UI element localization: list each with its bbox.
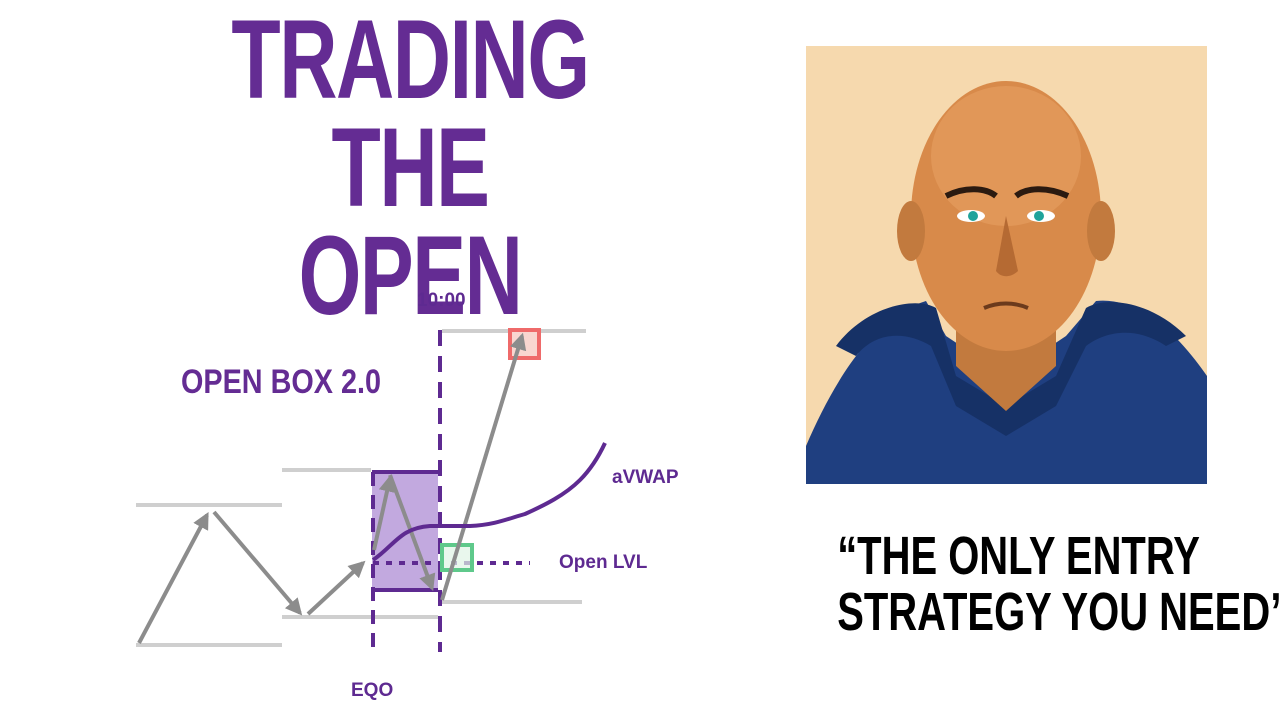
price-path-arrows [137, 332, 527, 644]
avwap-curve [371, 442, 607, 562]
open-level-label: Open LVL [559, 552, 648, 573]
diagram-heading: OPEN BOX 2.0 [181, 363, 381, 401]
title-line-2: OPEN [298, 213, 523, 338]
thumbnail-title: TRADING THE OPEN [187, 0, 633, 338]
avwap-label: aVWAP [612, 467, 679, 488]
quote-line-1: “THE ONLY ENTRY [837, 526, 1200, 586]
target-box [508, 328, 541, 360]
title-line-1: TRADING THE [231, 0, 590, 230]
portrait-illustration [806, 46, 1207, 484]
quote-line-2: STRATEGY YOU NEED” [837, 582, 1280, 642]
time-label: 10:00 [417, 290, 466, 311]
man-portrait-icon [806, 46, 1207, 484]
eqo-label: EQO [351, 680, 393, 701]
price-levels [136, 329, 586, 647]
open-box-diagram: OPEN BOX 2.0 10:00 aVWAP Open LVL EQO [136, 290, 679, 701]
quote-text: “THE ONLY ENTRY STRATEGY YOU NEED” [837, 526, 1280, 642]
